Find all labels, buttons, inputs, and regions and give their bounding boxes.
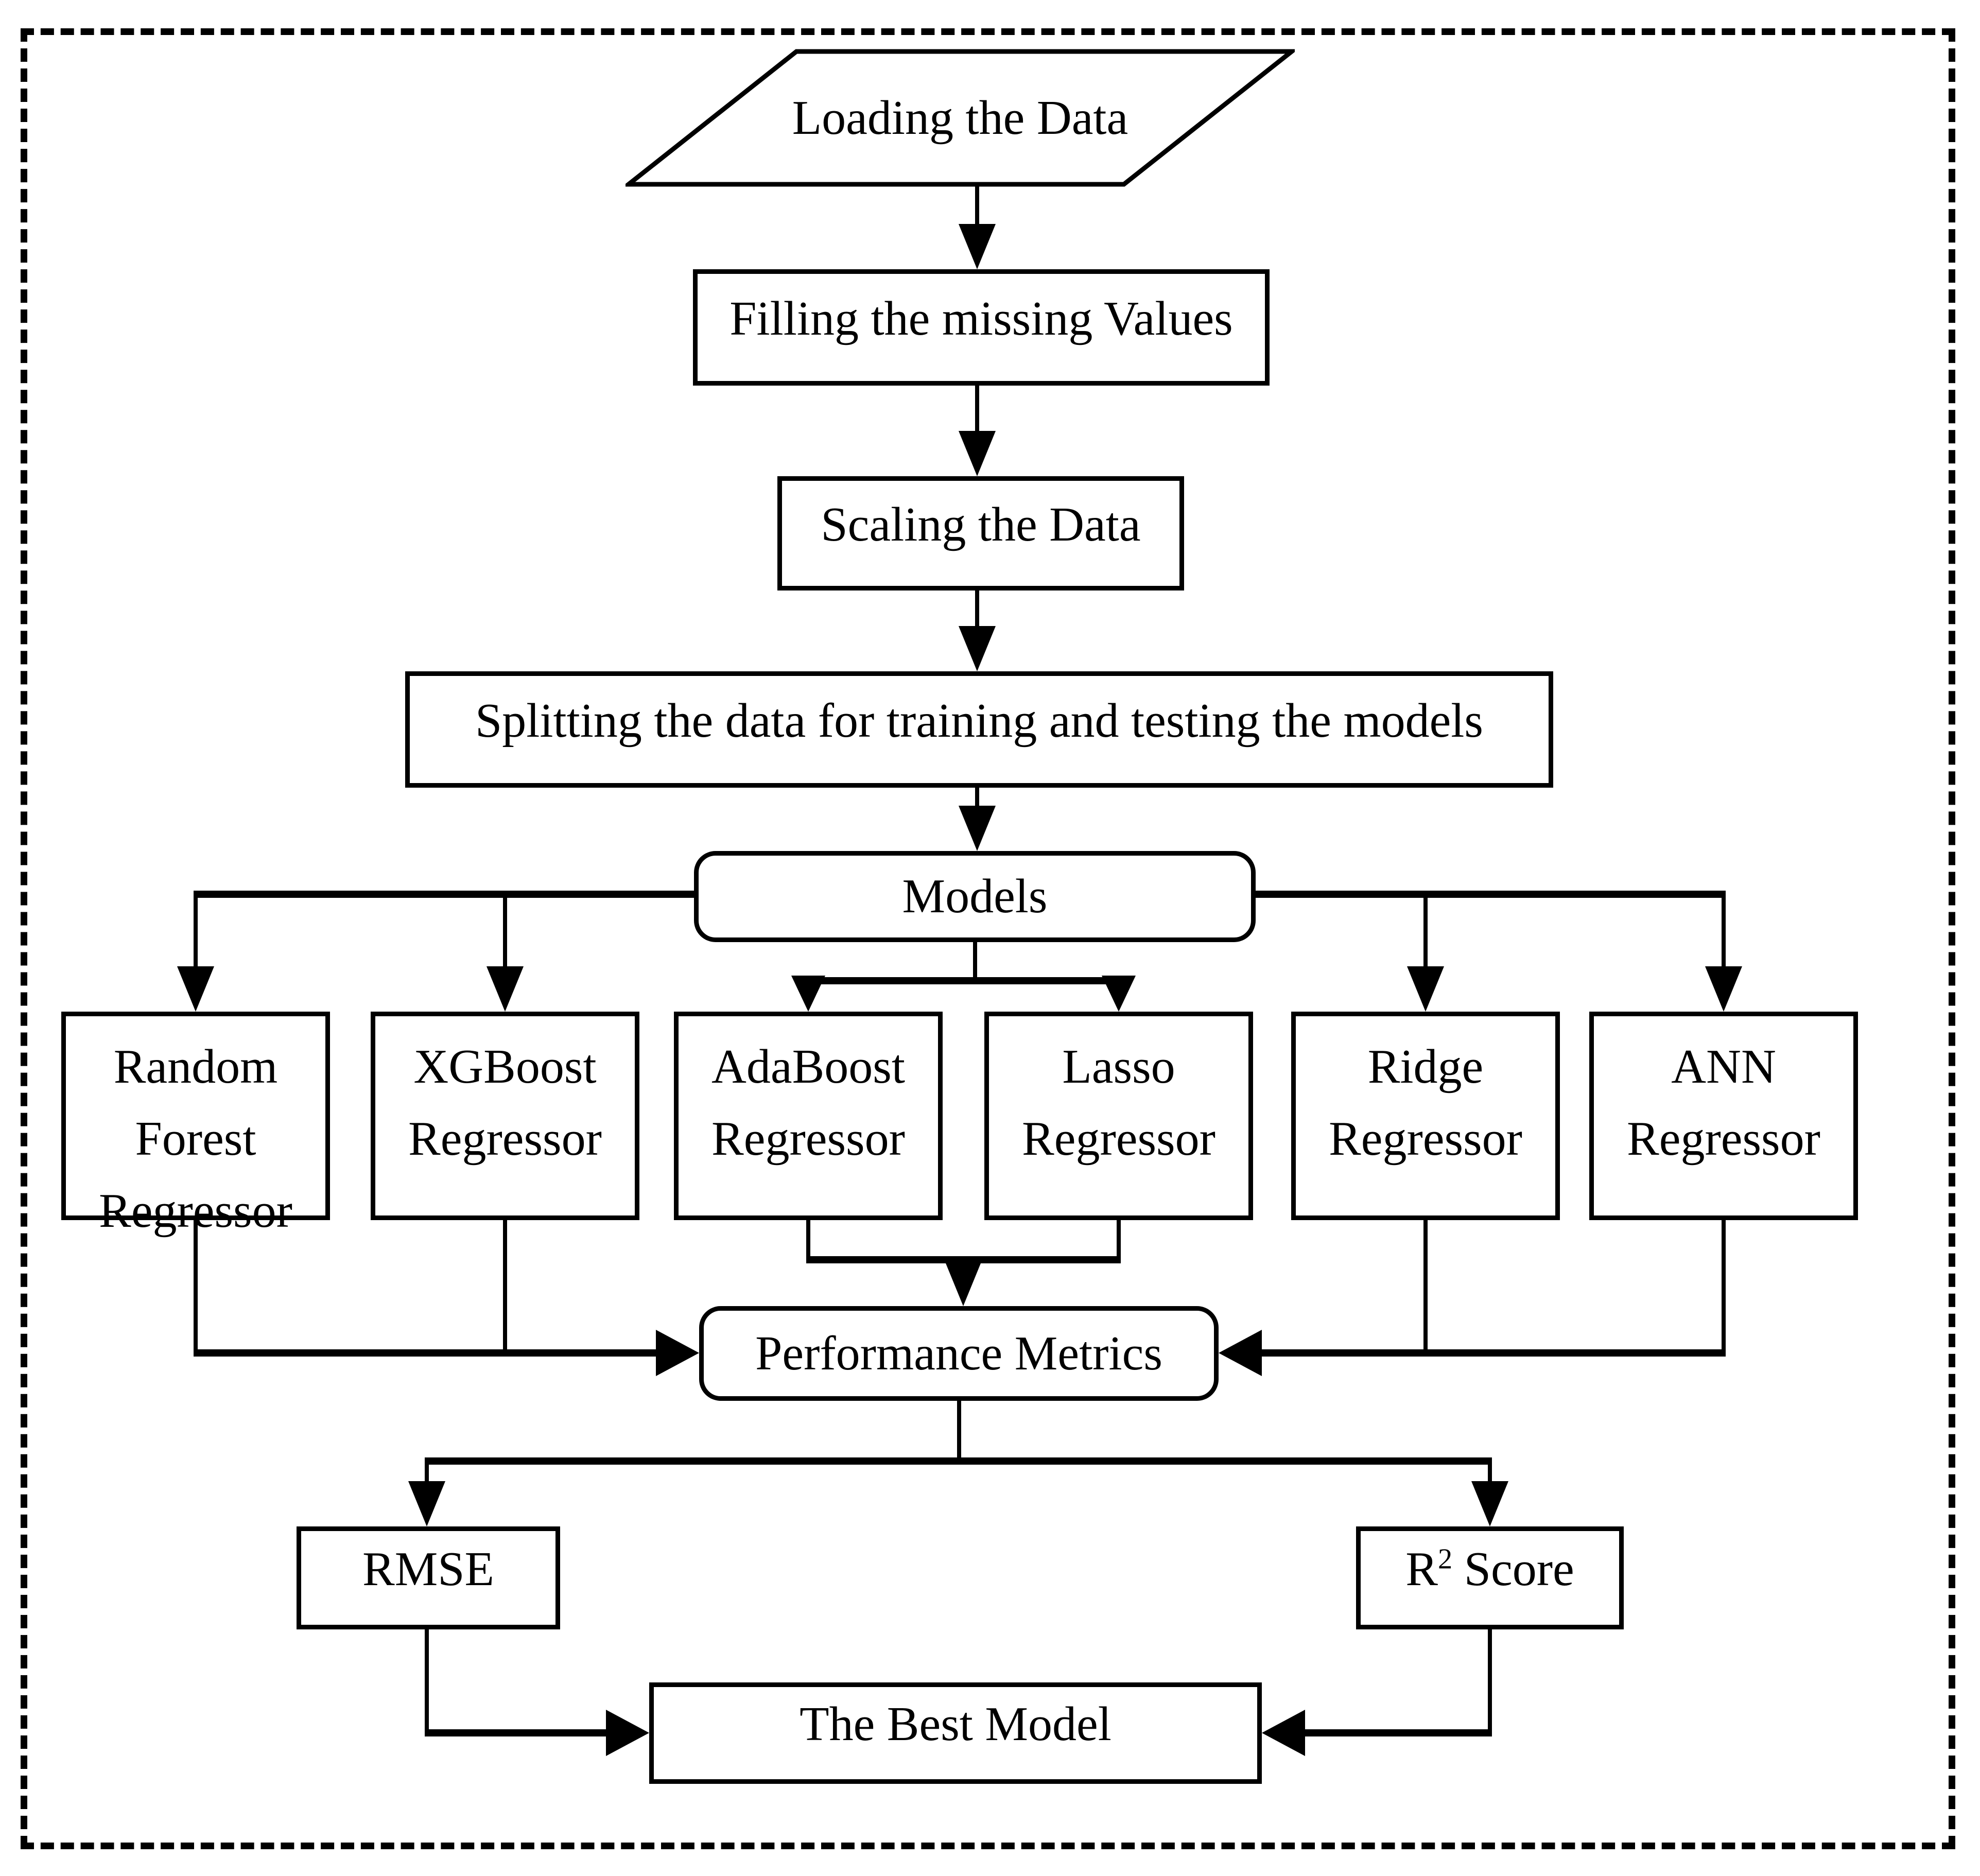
node-lasso-regressor: Lasso Regressor — [984, 1012, 1253, 1220]
arrowhead-into-rmse — [408, 1481, 445, 1526]
node-filling-missing-values: Filling the missing Values — [693, 269, 1270, 386]
node-label: Regressor — [1022, 1112, 1215, 1166]
node-the-best-model: The Best Model — [649, 1682, 1262, 1784]
node-label: RMSE — [362, 1542, 494, 1596]
connector-models-down — [973, 940, 977, 981]
connector-rmse-down — [425, 1629, 429, 1736]
node-performance-metrics: Performance Metrics — [699, 1306, 1219, 1401]
node-label: ANN — [1671, 1040, 1776, 1093]
connector-drop-r2 — [1488, 1457, 1492, 1483]
node-splitting-the-data: Splitting the data for training and test… — [405, 671, 1553, 788]
connector-scaling-to-splitting — [975, 588, 979, 629]
node-label: Regressor — [1627, 1112, 1820, 1166]
connector-filling-to-scaling — [975, 384, 979, 433]
node-label: Random — [113, 1040, 278, 1093]
connector-drop-random-forest — [194, 891, 198, 968]
connector-loading-to-filling — [975, 183, 979, 225]
arrowhead-into-ann — [1705, 966, 1742, 1012]
connector-metrics-split — [425, 1457, 1492, 1465]
node-label: Scaling the Data — [821, 497, 1141, 551]
connector-drop-ridge — [1423, 891, 1428, 968]
node-label: Regressor — [1329, 1112, 1522, 1166]
connector-right-into-performance — [1262, 1349, 1726, 1357]
diagram-dashed-border — [21, 28, 1955, 1849]
connector-lasso-down — [1117, 1220, 1121, 1263]
arrowhead-into-performance-top — [945, 1261, 982, 1306]
arrowhead-into-xgboost — [487, 966, 524, 1012]
node-xgboost-regressor: XGBoost Regressor — [371, 1012, 639, 1220]
r2-superscript: 2 — [1437, 1543, 1453, 1575]
node-label: Forest — [135, 1112, 256, 1166]
node-label: Models — [902, 870, 1048, 924]
node-label: The Best Model — [800, 1697, 1111, 1751]
connector-models-right-branch — [1254, 891, 1726, 898]
node-rmse: RMSE — [297, 1526, 560, 1629]
connector-r2-to-best — [1305, 1729, 1492, 1736]
r2-rest: Score — [1464, 1542, 1574, 1596]
node-label: Filling the missing Values — [730, 291, 1233, 345]
node-label: Regressor — [408, 1112, 602, 1166]
connector-ridge-down — [1423, 1220, 1428, 1353]
node-label: Regressor — [711, 1112, 905, 1166]
arrowhead-into-performance-left — [656, 1330, 699, 1376]
arrowhead-into-best-left — [606, 1710, 649, 1756]
node-label: Ridge — [1367, 1040, 1484, 1093]
connector-rmse-to-best — [425, 1729, 606, 1736]
node-label: Lasso — [1062, 1040, 1175, 1093]
arrowhead-into-ridge — [1407, 966, 1444, 1012]
parallelogram-shape — [626, 49, 1295, 187]
connector-ann-down — [1722, 1220, 1726, 1353]
arrowhead-into-scaling — [959, 431, 996, 476]
connector-models-left-branch — [194, 891, 696, 898]
connector-splitting-to-models — [975, 786, 979, 808]
r2-base: R — [1405, 1542, 1438, 1596]
node-r2-score: R2 Score — [1356, 1526, 1624, 1629]
arrowhead-into-lasso — [1102, 976, 1136, 1012]
arrowhead-into-best-right — [1262, 1710, 1305, 1756]
connector-center-bracket — [808, 977, 1119, 984]
node-ann-regressor: ANN Regressor — [1589, 1012, 1858, 1220]
node-scaling-the-data: Scaling the Data — [777, 476, 1184, 590]
connector-xgboost-down — [503, 1220, 507, 1353]
arrowhead-into-models — [959, 806, 996, 851]
arrowhead-into-r2 — [1471, 1481, 1508, 1526]
node-random-forest-regressor: Random Forest Regressor — [61, 1012, 330, 1238]
arrowhead-into-adaboost — [791, 976, 825, 1012]
node-ridge-regressor: Ridge Regressor — [1291, 1012, 1560, 1220]
connector-drop-ann — [1722, 891, 1726, 968]
arrowhead-into-splitting — [959, 626, 996, 671]
node-label: Loading the Data — [792, 91, 1128, 145]
connector-performance-down — [957, 1401, 961, 1461]
connector-adaboost-down — [806, 1220, 810, 1263]
connector-drop-xgboost — [503, 891, 507, 968]
arrowhead-into-performance-right — [1219, 1330, 1262, 1376]
node-label: Splitting the data for training and test… — [475, 693, 1483, 748]
node-label: AdaBoost — [711, 1040, 905, 1093]
node-loading-the-data: Loading the Data — [626, 48, 1295, 187]
connector-drop-rmse — [425, 1457, 429, 1483]
connector-random-forest-down — [194, 1220, 198, 1353]
node-models: Models — [694, 851, 1256, 942]
node-label: R2 Score — [1405, 1540, 1574, 1599]
node-adaboost-regressor: AdaBoost Regressor — [674, 1012, 943, 1220]
node-label: XGBoost — [413, 1040, 597, 1093]
connector-left-into-performance — [194, 1349, 656, 1357]
arrowhead-into-filling — [959, 224, 996, 269]
arrowhead-into-random-forest — [177, 966, 214, 1012]
node-label: Performance Metrics — [755, 1326, 1162, 1380]
connector-r2-down — [1488, 1629, 1492, 1736]
